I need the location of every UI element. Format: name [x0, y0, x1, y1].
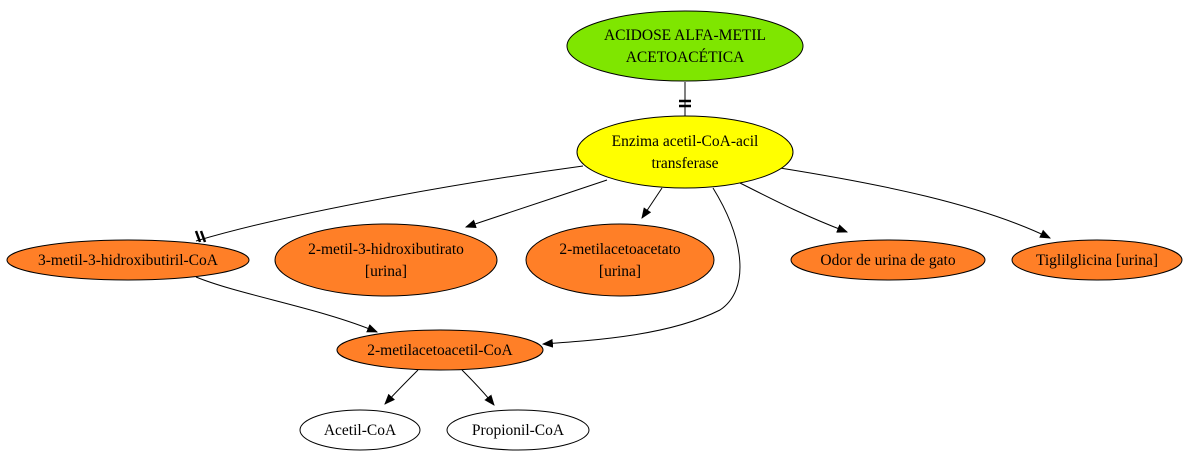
tee-bar: [194, 230, 202, 243]
node-tiglilglicina: Tiglilglicina [urina]: [1011, 239, 1183, 281]
node-metilacetoacetil: 2-metilacetoacetil-CoA: [336, 329, 544, 371]
edge-enzima-to-metilacetoacetil: [541, 187, 741, 348]
nodes-layer: ACIDOSE ALFA-METIL ACETOACÉTICA Enzima ace…: [6, 10, 1183, 451]
edge-line: [195, 165, 584, 242]
node-label: 2-metilacetoacetato: [559, 241, 681, 258]
node-label: 2-metil-3-hidroxibutirato: [308, 241, 464, 258]
edges-layer: [194, 82, 1051, 406]
node-label: ACETOACÉTICA: [626, 49, 745, 66]
tee-bar: [199, 230, 207, 243]
edge-line: [464, 179, 608, 228]
edge-line: [541, 187, 741, 348]
node-label: transferase: [651, 155, 718, 172]
edge-metilacetoacetil-to-acetilcoa: [384, 369, 419, 405]
edge-enzima-to-hidroxibutirato: [464, 179, 608, 228]
edge-hidroxibutiril-to-metilacetoacetil: [195, 276, 379, 333]
node-label: [urina]: [365, 263, 407, 280]
node-label: [urina]: [599, 263, 641, 280]
edge-enzima-to-odor: [739, 182, 849, 233]
node-label: Acetil-CoA: [324, 422, 397, 439]
node-shape: [525, 223, 715, 297]
edge-line: [461, 369, 495, 406]
node-shape: [446, 409, 590, 451]
node-shape: [274, 223, 498, 297]
node-acetilcoa: Acetil-CoA: [299, 409, 421, 451]
node-shape: [790, 239, 986, 281]
node-label: 2-metilacetoacetil-CoA: [367, 342, 513, 359]
node-shape: [6, 239, 250, 281]
node-acidose: ACIDOSE ALFA-METIL ACETOACÉTICA: [566, 10, 804, 82]
node-metilacetoacetato: 2-metilacetoacetato [urina]: [525, 223, 715, 297]
node-label: Enzima acetil-CoA-acil: [612, 133, 759, 150]
edge-line: [384, 369, 419, 405]
node-hidroxibutirato: 2-metil-3-hidroxibutirato [urina]: [274, 223, 498, 297]
node-label: ACIDOSE ALFA-METIL: [604, 27, 766, 44]
node-shape: [336, 329, 544, 371]
node-shape: [566, 10, 804, 82]
node-shape: [1011, 239, 1183, 281]
node-label: Odor de urina de gato: [820, 252, 955, 269]
node-shape: [299, 409, 421, 451]
node-label: 3-metil-3-hidroxibutiril-CoA: [38, 252, 219, 269]
node-shape: [576, 115, 794, 189]
edge-line: [641, 187, 663, 219]
node-enzima: Enzima acetil-CoA-acil transferase: [576, 115, 794, 189]
edge-line: [779, 167, 1051, 239]
edge-line: [195, 276, 379, 333]
node-hidroxibutiril: 3-metil-3-hidroxibutiril-CoA: [6, 239, 250, 281]
edge-line: [739, 182, 849, 233]
edge-enzima-to-metilacetoacetato: [641, 187, 663, 219]
node-propionil: Propionil-CoA: [446, 409, 590, 451]
node-label: Tiglilglicina [urina]: [1036, 252, 1158, 269]
node-label: Propionil-CoA: [472, 422, 565, 439]
node-odor: Odor de urina de gato: [790, 239, 986, 281]
edge-metilacetoacetil-to-propionil: [461, 369, 495, 406]
edge-enzima-to-tiglilglicina: [779, 167, 1051, 239]
edge-acidose-to-enzima: [679, 82, 691, 116]
edge-enzima-to-hidroxibutiril: [194, 165, 584, 243]
